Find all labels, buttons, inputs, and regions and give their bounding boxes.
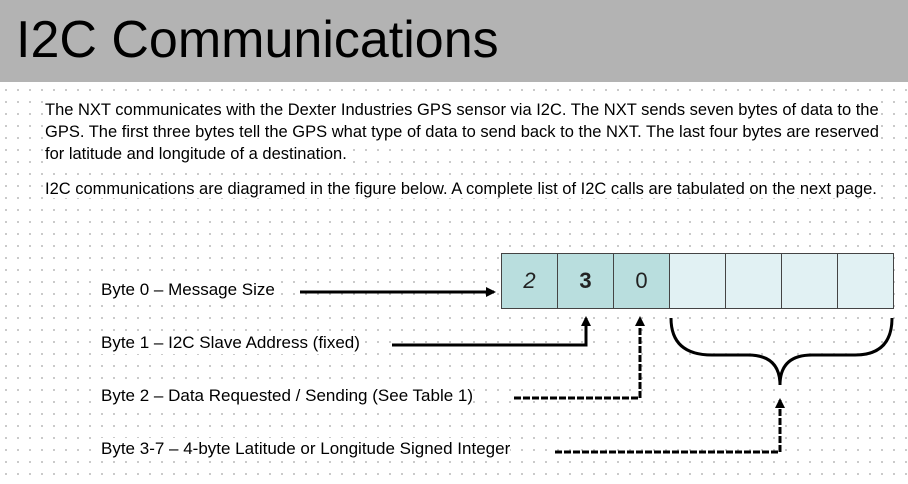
- byte-cell-5: [781, 253, 838, 309]
- byte-cell-0: 2: [501, 253, 558, 309]
- brace-bytes-3-7: [669, 317, 894, 386]
- title-bar: I2C Communications: [0, 0, 908, 82]
- diagram-paragraph-text: I2C communications are diagramed in the …: [45, 180, 877, 198]
- label-byte-0: Byte 0 – Message Size: [101, 279, 275, 301]
- byte-cell-6: [837, 253, 894, 309]
- page-title: I2C Communications: [16, 11, 499, 69]
- label-byte-3-7: Byte 3-7 – 4-byte Latitude or Longitude …: [101, 438, 511, 460]
- byte-cell-1: 3: [557, 253, 614, 309]
- arrow-byte-3-7: [555, 398, 785, 454]
- diagram-paragraph: I2C communications are diagramed in the …: [45, 178, 890, 200]
- arrow-byte-2: [514, 316, 645, 400]
- label-byte-2: Byte 2 – Data Requested / Sending (See T…: [101, 385, 474, 407]
- byte-cell-4: [725, 253, 782, 309]
- byte-cell-2: 0: [613, 253, 670, 309]
- intro-paragraph: The NXT communicates with the Dexter Ind…: [45, 99, 890, 165]
- label-byte-1: Byte 1 – I2C Slave Address (fixed): [101, 332, 360, 354]
- arrow-byte-1: [392, 316, 591, 347]
